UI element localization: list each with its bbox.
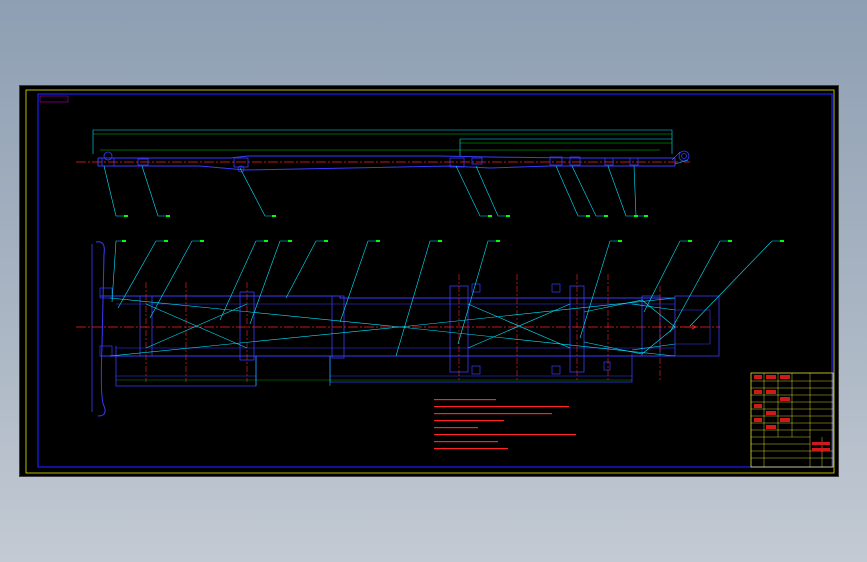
cad-viewport[interactable]	[19, 85, 839, 477]
title-block	[750, 372, 834, 468]
header-label-box	[39, 95, 69, 103]
inner-frame	[37, 93, 833, 468]
plan-view	[76, 240, 784, 417]
technical-requirements	[434, 399, 576, 450]
outer-frame	[25, 89, 835, 474]
side-elevation-view	[76, 129, 690, 217]
engineering-drawing	[25, 89, 835, 474]
